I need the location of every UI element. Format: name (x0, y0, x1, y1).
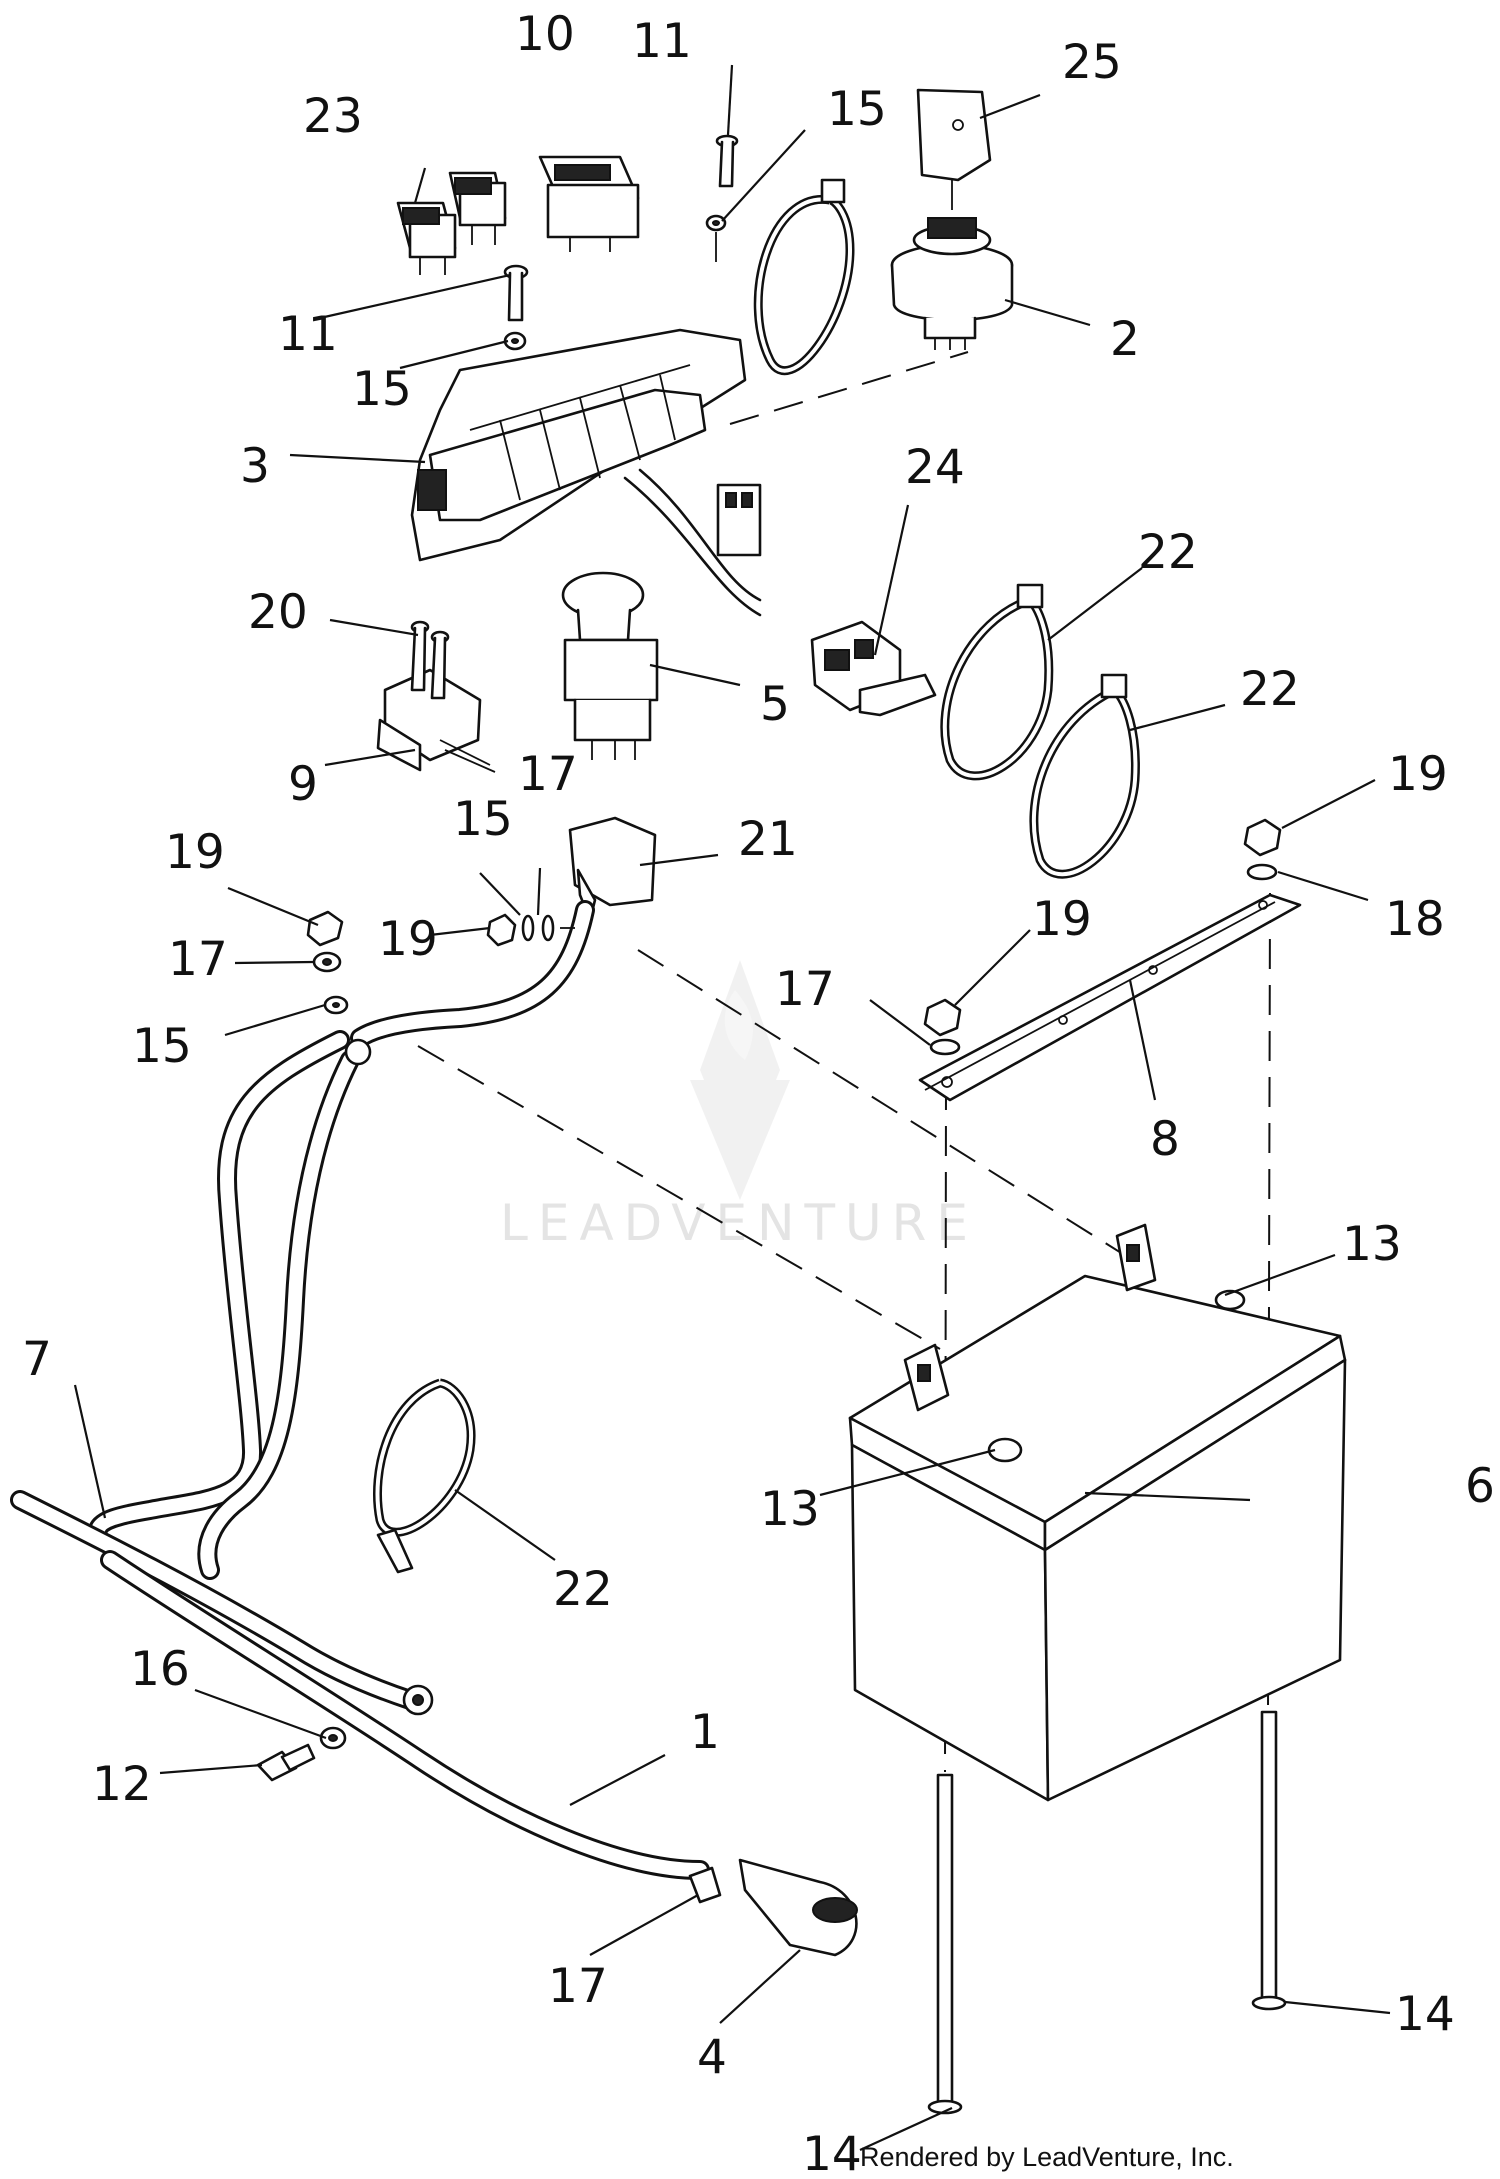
callout-19-right: 19 (1388, 747, 1448, 802)
callout-10: 10 (515, 7, 575, 62)
callout-numbers: 6 25 2 15 11 10 23 11 15 3 24 22 20 5 22… (22, 7, 1495, 2179)
callout-1: 1 (690, 1705, 720, 1760)
part-25-key (916, 88, 992, 210)
hardware-bar-right (1243, 818, 1282, 881)
part-9-relay (376, 668, 496, 773)
callout-17-center-top: 17 (518, 747, 578, 802)
watermark-text: LEADVENTURE (500, 1194, 978, 1252)
callout-19-center: 19 (1032, 892, 1092, 947)
part-14-j-bolt-left (927, 1773, 963, 2115)
part-3-switch-panel (410, 328, 762, 617)
callout-6: 6 (1465, 1459, 1495, 1514)
part-13-battery-post-right (1115, 1223, 1246, 1311)
part-15-washer-upper (705, 214, 727, 262)
callout-7: 7 (22, 1332, 52, 1387)
callout-11-lower: 11 (278, 307, 338, 362)
part-11-screw-lower (503, 264, 529, 322)
callout-14-bottom: 14 (802, 2127, 862, 2179)
callout-5: 5 (760, 677, 790, 732)
part-13-battery-post-left (903, 1343, 1023, 1463)
part-21-terminal-boot (568, 816, 657, 922)
callout-2: 2 (1110, 312, 1140, 367)
part-6-battery (848, 1274, 1347, 1802)
callout-15-center: 15 (453, 792, 513, 847)
part-16-washer (319, 1726, 347, 1750)
hardware-bar-left (923, 998, 962, 1056)
callout-14-right: 14 (1395, 1987, 1455, 2042)
callout-12: 12 (92, 1757, 152, 1812)
part-5-pto-switch (561, 571, 659, 760)
callout-25: 25 (1062, 35, 1122, 90)
part-2-ignition-switch (890, 217, 1014, 350)
part-24-relay (810, 620, 937, 717)
callout-19-left: 19 (165, 825, 225, 880)
callout-17-center: 17 (775, 962, 835, 1017)
part-12-bolt (256, 1743, 316, 1782)
part-22-cable-tie-a (940, 583, 1054, 781)
credit-text: Rendered by LeadVenture, Inc. (860, 2142, 1234, 2172)
callout-22-b: 22 (1240, 662, 1300, 717)
callout-19-center-left: 19 (378, 912, 438, 967)
callout-3: 3 (240, 439, 270, 494)
part-23-rocker-switches (396, 171, 507, 275)
hardware-center (486, 913, 575, 947)
leader-lines (73, 64, 1391, 2152)
part-20-screws (410, 620, 450, 700)
part-18-clip (688, 1866, 722, 1904)
part-8-hold-down-bar (918, 893, 1302, 1102)
part-7-cable-harness (10, 900, 595, 1716)
watermark-logo (690, 960, 790, 1200)
callout-22-a: 22 (1138, 525, 1198, 580)
callout-15-top: 15 (827, 82, 887, 137)
part-1-battery-cable (100, 1550, 710, 1880)
part-14-j-bolt-right (1251, 1710, 1287, 2011)
washer-stack-left (306, 910, 349, 1015)
callout-23: 23 (303, 89, 363, 144)
callout-13-right: 13 (1342, 1217, 1402, 1272)
callout-16: 16 (130, 1642, 190, 1697)
cable-tie-upper (753, 178, 855, 376)
callout-24: 24 (905, 440, 965, 495)
callout-9: 9 (288, 757, 318, 812)
callout-18: 17 (548, 1959, 608, 2014)
callout-8: 8 (1150, 1112, 1180, 1167)
callout-15-left: 15 (352, 362, 412, 417)
callout-17-left: 17 (168, 932, 228, 987)
callout-21: 21 (738, 812, 798, 867)
part-11-screw-upper (715, 134, 739, 188)
callout-20: 20 (248, 585, 308, 640)
callout-13-left: 13 (760, 1482, 820, 1537)
part-22-cable-tie-c (373, 1378, 476, 1574)
part-10-switch (538, 155, 640, 252)
callout-15-left-lower: 15 (132, 1019, 192, 1074)
callout-11-top: 11 (632, 14, 692, 69)
part-22-cable-tie-b (1029, 673, 1140, 879)
part-4-terminal-cap (738, 1858, 858, 1957)
callout-22-c: 22 (553, 1562, 613, 1617)
callout-4: 4 (697, 2030, 727, 2085)
callout-17-right: 18 (1385, 892, 1445, 947)
